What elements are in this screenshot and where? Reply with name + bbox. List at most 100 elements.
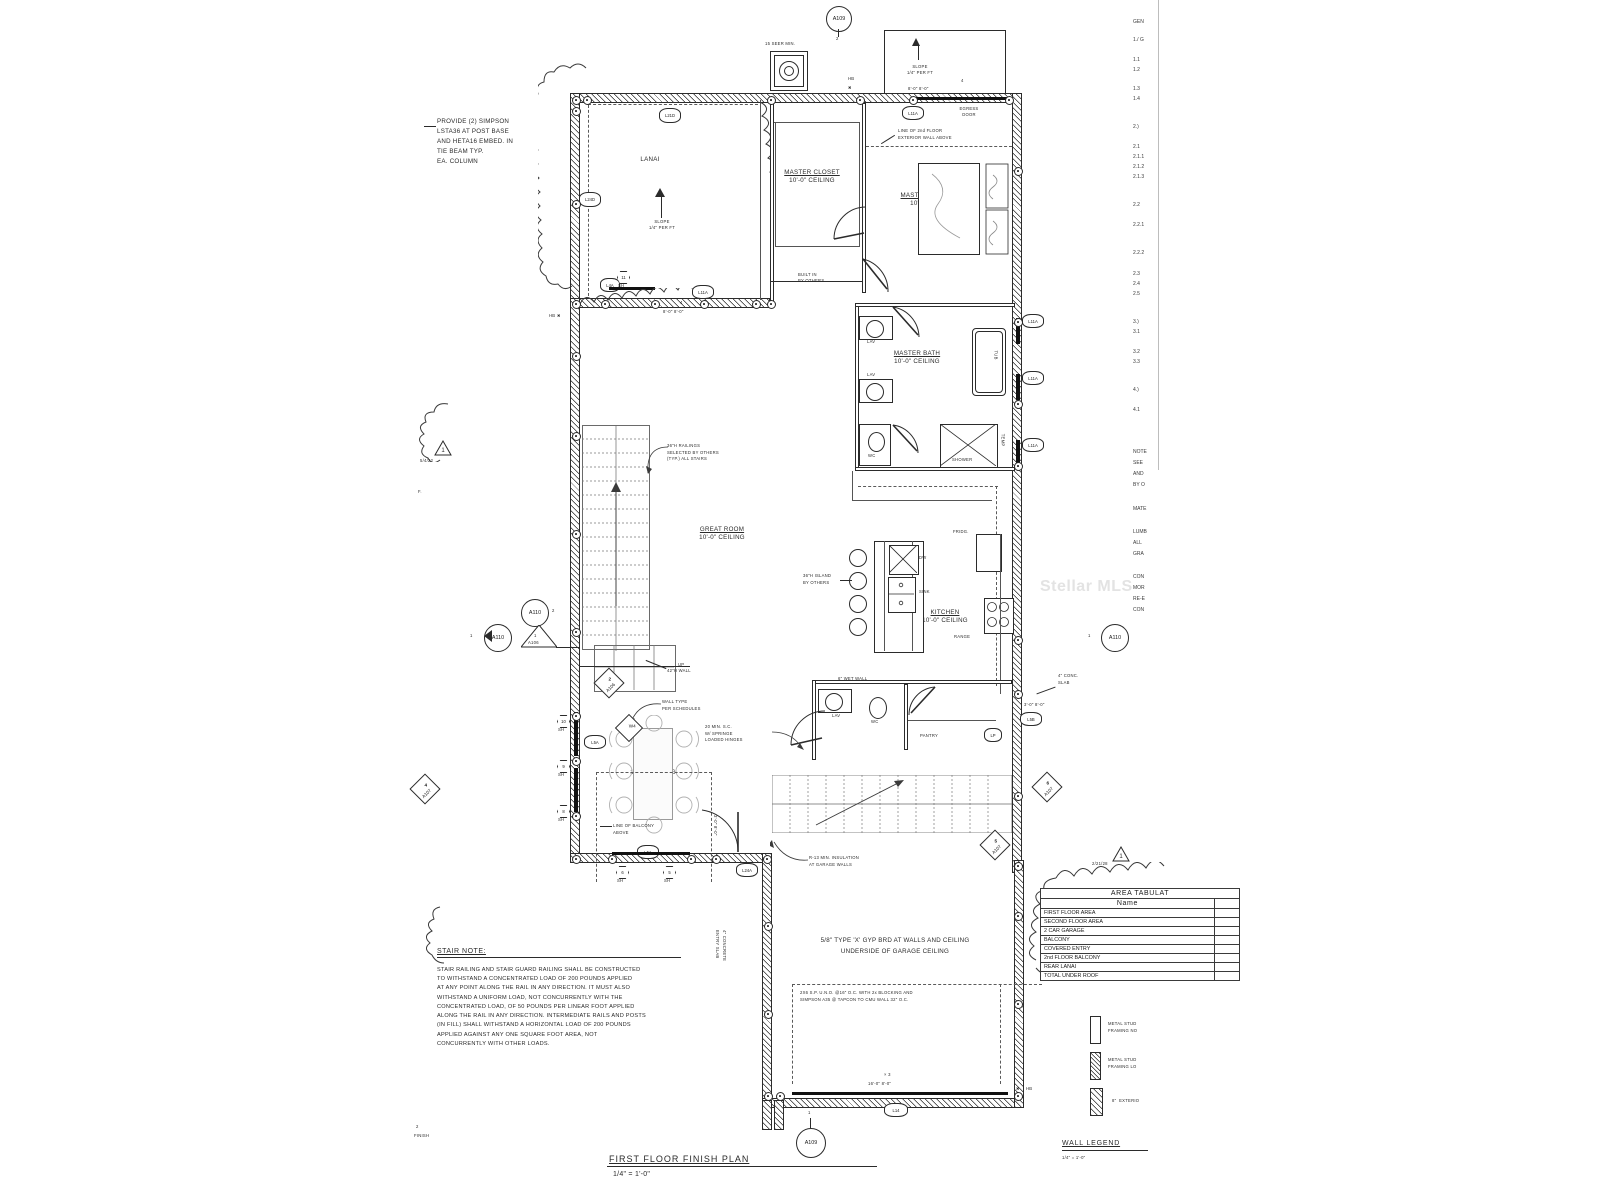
porch-opening-dim: 8'-0" 8'-0" <box>908 86 929 91</box>
lav-label-3: LAV <box>832 713 841 718</box>
hall-wall <box>852 500 992 501</box>
legend-label-8-exterior: 8" EXTERIO <box>1112 1098 1140 1103</box>
spec-column-item-8: 2.1.2 <box>1133 164 1145 170</box>
spec-column-item-1: 1.1 <box>1133 57 1140 63</box>
spec-column-item-5: 2.) <box>1133 124 1139 130</box>
room-label-great-room: GREAT ROOM <box>699 526 745 533</box>
powder-door[interactable] <box>906 686 936 721</box>
callout-number: 1 <box>1088 633 1091 638</box>
balcony-dash-right <box>711 772 712 882</box>
master-closet-door[interactable] <box>833 206 867 245</box>
shower-x-symbol <box>939 423 997 471</box>
column-mark-14 <box>767 300 776 309</box>
beam-tag-label: L5A <box>591 739 599 745</box>
front-entry-door[interactable] <box>700 808 740 859</box>
beam-tag-label: L4A <box>606 282 614 288</box>
detail-callout-top-a109[interactable]: A109 <box>826 6 852 32</box>
callout-sheet-label: A110 <box>491 635 505 641</box>
column-mark-18 <box>572 628 581 637</box>
column-mark-36 <box>1014 1000 1023 1009</box>
area-row-value <box>1213 944 1241 954</box>
legend-swatch-8-exterior <box>1090 1088 1103 1116</box>
island-stool-1 <box>849 549 867 567</box>
porch-dim-tick: 4 <box>961 78 964 83</box>
table-row: FIRST FLOOR AREA <box>1040 908 1241 918</box>
left-margin-mark: F. <box>418 489 422 494</box>
column-mark-39 <box>764 1010 773 1019</box>
master-bed-door[interactable] <box>862 258 896 299</box>
island-stool-2 <box>849 572 867 590</box>
lanai-tick: 4 <box>680 300 683 305</box>
section-callout-a110-right[interactable]: A110 <box>1101 624 1129 652</box>
room-label-kitchen: KITCHEN <box>930 609 960 616</box>
wall-legend-scale: 1/4" = 1'-0" <box>1062 1155 1086 1160</box>
shear-label-6: SH <box>664 878 671 883</box>
bath-window-2[interactable] <box>1016 374 1020 400</box>
spec-note-5: LUMB <box>1133 529 1147 535</box>
bath-window-3[interactable] <box>1016 440 1020 466</box>
callout-sheet-label: A109 <box>804 1140 818 1146</box>
column-mark-27 <box>1014 167 1023 176</box>
revision-triangle-area: 1 <box>1112 846 1130 862</box>
egress-door-glass[interactable] <box>916 97 1008 100</box>
area-row-value <box>1213 908 1241 918</box>
column-mark-29 <box>1014 400 1023 409</box>
dining-sliding-door[interactable] <box>612 852 690 855</box>
shear-mark-10: 10 <box>557 715 570 728</box>
detail-callout-bottom-a109[interactable]: A109 <box>796 1128 826 1158</box>
callout-number: 1 <box>470 633 473 638</box>
wet-wall-note: 6" WET WALL <box>838 676 868 681</box>
area-row-label: BALCONY <box>1040 935 1215 945</box>
lanai-bottom-wall <box>570 298 770 308</box>
island-stool-4 <box>849 618 867 636</box>
garage-overhead-door[interactable] <box>792 1092 1008 1095</box>
bath-window-1[interactable] <box>1016 318 1020 344</box>
simpson-post-note: PROVIDE (2) SIMPSON LSTA36 AT POST BASE … <box>437 118 514 165</box>
callout-sheet-label: A109 <box>832 16 846 22</box>
column-mark-23 <box>608 855 617 864</box>
wc-bowl-2 <box>869 697 887 719</box>
room-ceiling-master-closet: 10'-0" CEILING <box>789 177 835 184</box>
garage-insulation-note: R-13 MIN. INSULATION AT GARAGE WALLS <box>809 855 860 867</box>
built-in-note: BUILT IN BY OTHERS <box>798 272 825 284</box>
master-bath-door[interactable] <box>892 306 924 343</box>
section-callout-a106-1[interactable]: 1 A106 <box>519 624 559 654</box>
kitchen-sink <box>888 577 916 613</box>
column-mark-19 <box>572 712 581 721</box>
room-ceiling-kitchen: 10'-0" CEILING <box>922 617 968 624</box>
range-cooktop <box>984 598 1014 634</box>
dishwasher-x <box>888 544 918 578</box>
section-callout-a110-upper[interactable]: A110 <box>521 599 549 627</box>
table-row: BALCONY <box>1040 935 1241 945</box>
stair-section-cut-line <box>580 666 690 667</box>
lanai-sliding-door[interactable] <box>609 287 655 290</box>
built-in-counter <box>770 281 862 282</box>
shear-label-2: SH <box>558 727 565 732</box>
line-2nd-floor-wall-above <box>866 146 1012 147</box>
column-mark-9 <box>572 300 581 309</box>
dining-window-2[interactable] <box>574 768 578 812</box>
spec-column-item-10: 2.2 <box>1133 202 1140 208</box>
table-row: TOTAL UNDER ROOF <box>1040 971 1241 981</box>
garage-left-wall <box>762 853 772 1108</box>
garage-framing-dash-top <box>792 984 1042 985</box>
conc-slab-leader <box>1036 686 1056 695</box>
wall-type-note: WALL TYPE PER SCHEDULES <box>662 699 701 711</box>
garage-insulation-leader <box>768 838 810 867</box>
spec-note-11: CON <box>1133 607 1145 613</box>
garage-entry-door[interactable] <box>790 710 826 751</box>
dining-window-1[interactable] <box>574 712 578 756</box>
area-row-label: 2 CAR GARAGE <box>1040 926 1215 936</box>
temp-valve-label: TEMP <box>1000 433 1006 447</box>
area-row-label: COVERED ENTRY <box>1040 944 1215 954</box>
garage-pier-right <box>774 1100 784 1130</box>
stair-up-label: UP <box>678 662 685 667</box>
stair-note-underline <box>437 957 681 958</box>
area-row-value <box>1213 935 1241 945</box>
wc-door[interactable] <box>892 424 922 459</box>
revision-number: 1 <box>441 448 445 454</box>
spec-note-4: MATE <box>1133 506 1147 512</box>
